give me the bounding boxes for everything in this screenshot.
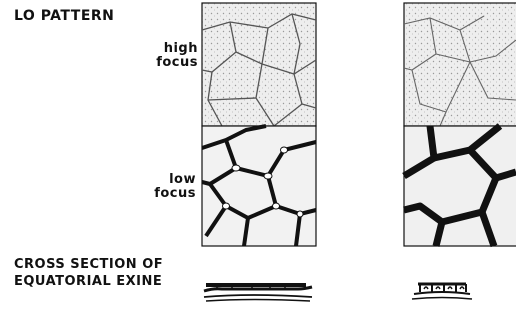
right-high-focus-panel bbox=[404, 3, 516, 126]
right-cross-section bbox=[412, 284, 472, 299]
left-high-focus-panel bbox=[202, 3, 316, 126]
left-cross-section bbox=[204, 283, 312, 301]
right-low-focus-panel bbox=[404, 126, 516, 246]
left-low-focus-panel bbox=[202, 126, 316, 246]
